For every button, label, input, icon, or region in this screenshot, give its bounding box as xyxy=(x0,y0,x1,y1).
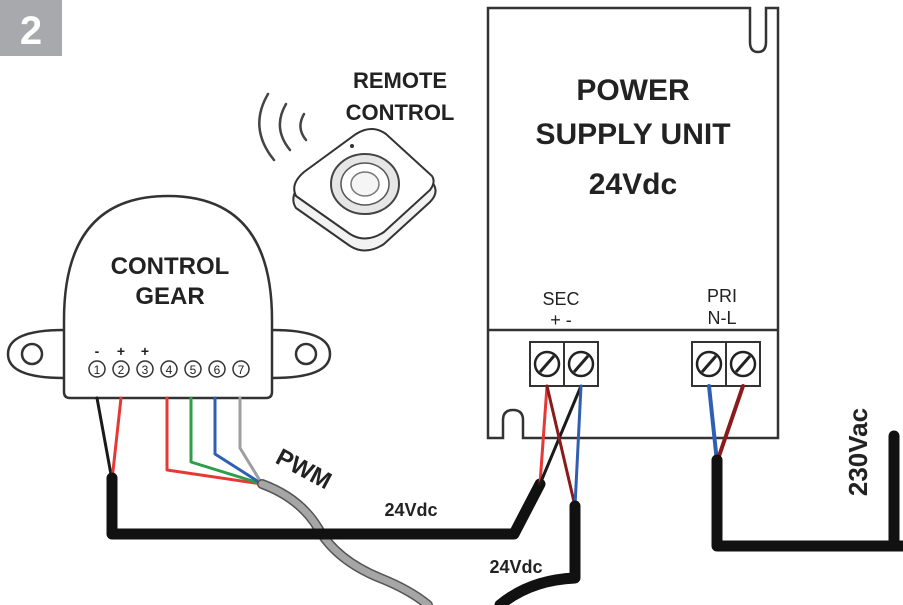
wire-brown-pri xyxy=(715,384,745,464)
psu-title-line1: POWER xyxy=(576,74,690,107)
wire-blue-sec xyxy=(573,384,583,508)
wire-grey-pwm xyxy=(238,396,264,486)
wire-red-pos xyxy=(110,396,123,482)
mounting-hole-icon xyxy=(20,342,44,366)
sec-polarity: + - xyxy=(550,310,572,330)
terminal-6: 6 xyxy=(208,360,226,378)
terminal-sign-1: - xyxy=(95,343,100,359)
sec-terminal-block xyxy=(529,341,599,387)
control-gear: CONTROL GEAR - + + 1 2 3 4 5 6 xyxy=(6,194,332,400)
remote-device-icon xyxy=(292,128,437,252)
psu-title-line3: 24Vdc xyxy=(589,168,677,201)
pri-label: PRI xyxy=(707,286,737,306)
svg-text:6: 6 xyxy=(214,363,221,377)
pwm-cable xyxy=(258,480,432,605)
remote-label-line1: REMOTE xyxy=(353,68,447,93)
terminal-5: 5 xyxy=(184,360,202,378)
wire-black-sec xyxy=(538,384,583,486)
svg-text:5: 5 xyxy=(190,363,197,377)
terminal-1: 1 xyxy=(88,360,106,378)
terminal-3: 3 xyxy=(136,360,154,378)
wire-black-neg xyxy=(95,396,114,482)
svg-text:4: 4 xyxy=(166,363,173,377)
wire-red-sec xyxy=(538,384,549,486)
mounting-hole-icon xyxy=(294,342,318,366)
remote-control: REMOTE CONTROL xyxy=(258,68,455,252)
signal-waves-icon xyxy=(258,92,308,162)
terminal-2: 2 xyxy=(112,360,130,378)
terminal-sign-2: + xyxy=(117,343,125,359)
terminal-7: 7 xyxy=(232,360,250,378)
step-badge: 2 xyxy=(0,0,62,56)
ac-label: 230Vac xyxy=(843,408,873,496)
power-supply-unit: POWER SUPPLY UNIT 24Vdc SEC + - PRI N-L xyxy=(486,6,780,440)
psu-title-line2: SUPPLY UNIT xyxy=(535,118,730,151)
remote-label-line2: CONTROL xyxy=(346,100,455,125)
svg-text:7: 7 xyxy=(238,363,245,377)
control-gear-label-line2: GEAR xyxy=(135,283,204,310)
control-gear-label-line1: CONTROL xyxy=(111,253,230,280)
wires xyxy=(95,384,903,605)
terminal-sign-3: + xyxy=(141,343,149,359)
wire-brown-sec xyxy=(545,384,577,508)
dc-label-main: 24Vdc xyxy=(384,500,437,520)
dc-label-secondary: 24Vdc xyxy=(489,557,542,577)
pri-terminal-block xyxy=(691,341,761,387)
cable-230vac xyxy=(711,454,903,552)
wire-green-pwm xyxy=(189,396,264,486)
wire-blue-pwm xyxy=(213,396,264,486)
wire-red-pwm xyxy=(165,396,264,486)
pri-polarity: N-L xyxy=(707,308,736,328)
svg-text:1: 1 xyxy=(94,363,101,377)
svg-text:3: 3 xyxy=(142,363,149,377)
cable-24vdc-main xyxy=(106,472,546,540)
step-badge-number: 2 xyxy=(20,9,42,53)
sec-label: SEC xyxy=(542,289,579,309)
step-badge-box xyxy=(0,0,62,56)
wire-blue-pri xyxy=(707,384,719,464)
cable-24vdc-secondary xyxy=(494,500,581,605)
svg-text:2: 2 xyxy=(118,363,125,377)
terminal-4: 4 xyxy=(160,360,178,378)
control-gear-body xyxy=(62,194,274,400)
